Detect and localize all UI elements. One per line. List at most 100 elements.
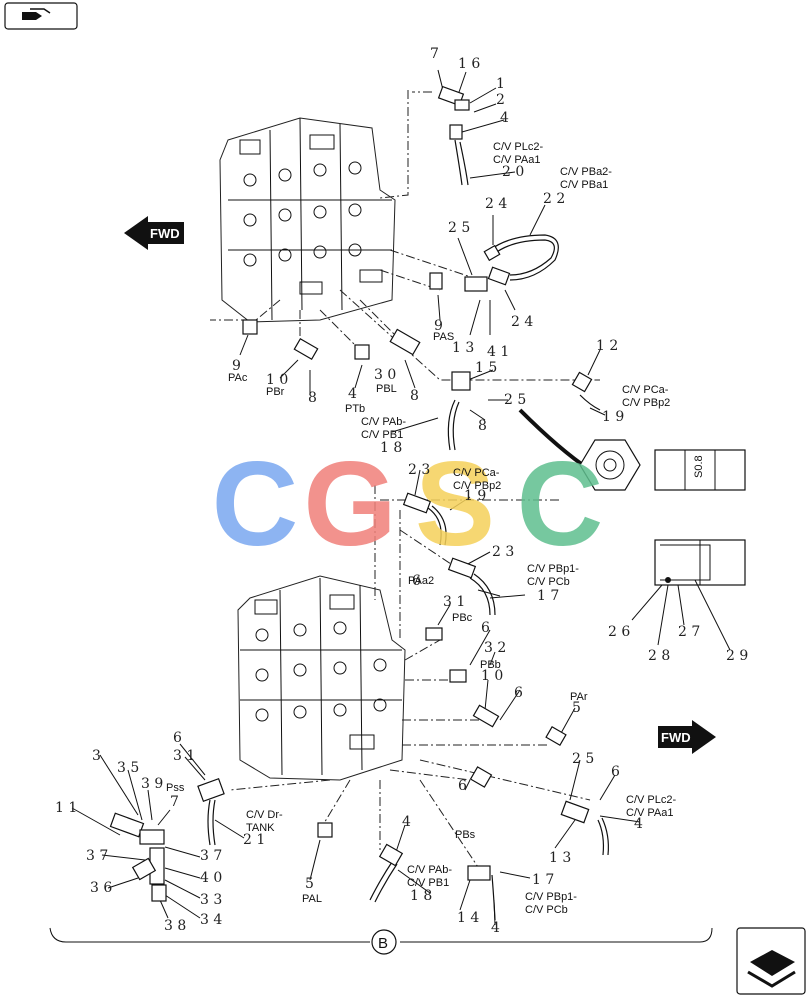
label-20: C/V PAb-C/V PB1	[407, 864, 452, 889]
label-19: PAL	[302, 893, 322, 905]
callout-33: 1 0	[481, 668, 503, 684]
label-10: C/V PBp1-C/V PCb	[527, 563, 579, 588]
callout-40: 6	[458, 778, 467, 794]
callout-30: 3 1	[443, 594, 465, 610]
callout-58: 1 8	[410, 888, 432, 904]
callout-42: 3 1	[173, 748, 195, 764]
callout-59: 1 7	[532, 872, 554, 888]
prev-page-button[interactable]	[4, 2, 78, 30]
lower-valve-block	[237, 575, 406, 781]
callout-28: 6	[412, 573, 421, 589]
fwd-label: FWD	[150, 226, 180, 241]
callout-55: 3 4	[200, 912, 222, 928]
callout-38: 4	[634, 816, 643, 832]
label-7: C/V PAb-C/V PB1	[361, 416, 406, 441]
callout-57: 5	[305, 876, 314, 892]
label-4: PBr	[266, 386, 285, 398]
label-5: PBL	[376, 383, 397, 395]
callout-64: 2 7	[678, 624, 700, 640]
callout-41: 6	[173, 730, 182, 746]
callout-51: 4 0	[200, 870, 222, 886]
section-bracket: B	[49, 927, 713, 955]
fittings	[109, 85, 593, 902]
callout-3: 2	[496, 92, 505, 108]
callout-49: 3 7	[86, 848, 108, 864]
callout-7: 2 2	[543, 191, 565, 207]
callout-35: 5	[572, 700, 581, 716]
callout-29: 1 7	[537, 588, 559, 604]
label-2: PAS	[433, 331, 454, 343]
fwd-arrow-right: FWD	[658, 720, 716, 754]
callout-5: 2 0	[502, 164, 524, 180]
callout-46: 3 9	[141, 776, 163, 792]
callout-25: 2 3	[408, 462, 430, 478]
label-3: PAc	[228, 372, 248, 384]
callout-17: 8	[410, 388, 419, 404]
callout-4: 4	[500, 110, 509, 126]
watermark-letter-0: C	[212, 437, 299, 571]
callout-24: 1 9	[602, 409, 624, 425]
label-6: PTb	[345, 403, 365, 415]
callout-32: 3 2	[484, 640, 506, 656]
label-12: PBc	[452, 612, 473, 624]
label-16: C/V Dr-TANK	[246, 809, 283, 834]
upper-valve-block	[219, 117, 396, 323]
callout-60: 1 4	[457, 910, 479, 926]
callout-19: 1 5	[475, 360, 497, 376]
callout-37: 6	[611, 764, 620, 780]
callout-26: 1 9	[464, 488, 486, 504]
callout-2: 1	[496, 76, 505, 92]
label-17: C/V PLc2-C/V PAa1	[626, 794, 676, 819]
callout-54: 3 8	[164, 918, 186, 934]
watermark-letter-2: S	[415, 437, 495, 571]
label-8: C/V PCa-C/V PBp2	[453, 467, 501, 492]
leader-lines	[71, 69, 641, 926]
callout-39: 1 3	[549, 850, 571, 866]
callout-52: 3 6	[90, 880, 112, 896]
callout-14: 1 0	[266, 372, 288, 388]
watermark-letter-3: C	[517, 437, 604, 571]
callout-53: 3 3	[200, 892, 222, 908]
callout-21: 8	[478, 418, 487, 434]
callout-18: 4	[348, 386, 357, 402]
next-page-button[interactable]	[736, 927, 806, 995]
callout-1: 1 6	[458, 56, 480, 72]
callout-6: 2 4	[485, 196, 507, 212]
watermark-letter-1: G	[303, 437, 396, 571]
callout-31: 6	[481, 620, 490, 636]
callout-43: 2 1	[243, 832, 265, 848]
callout-27: 2 3	[492, 544, 514, 560]
callout-48: 1 1	[55, 800, 77, 816]
label-15: Pss	[166, 782, 185, 794]
section-label: B	[378, 935, 388, 952]
callout-22: 1 8	[380, 440, 402, 456]
callout-10: 1 3	[452, 340, 474, 356]
label-9: C/V PCa-C/V PBp2	[622, 384, 670, 409]
callout-12: 9	[434, 318, 443, 334]
label-11: PAa2	[408, 575, 434, 587]
next-page-icon	[747, 950, 796, 988]
fitting-detail: S0.8	[518, 408, 746, 651]
callout-61: 4	[491, 920, 500, 936]
callout-45: 3 5	[117, 760, 139, 776]
callout-50: 3 7	[200, 848, 222, 864]
label-18: PBs	[455, 829, 476, 841]
label-1: C/V PBa2-C/V PBa1	[560, 166, 612, 191]
callout-11: 4 1	[487, 344, 509, 360]
callout-63: 2 8	[648, 648, 670, 664]
label-14: PAr	[570, 691, 588, 703]
label-0: C/V PLc2-C/V PAa1	[493, 141, 543, 166]
callout-20: 2 5	[504, 392, 526, 408]
detail-stamp: S0.8	[693, 455, 705, 478]
label-21: C/V PBp1-C/V PCb	[525, 891, 577, 916]
callout-23: 1 2	[596, 338, 618, 354]
callout-47: 7	[170, 794, 179, 810]
label-13: PBb	[480, 659, 501, 671]
callout-44: 3	[92, 748, 101, 764]
callout-36: 2 5	[572, 751, 594, 767]
prev-page-icon	[22, 8, 51, 20]
